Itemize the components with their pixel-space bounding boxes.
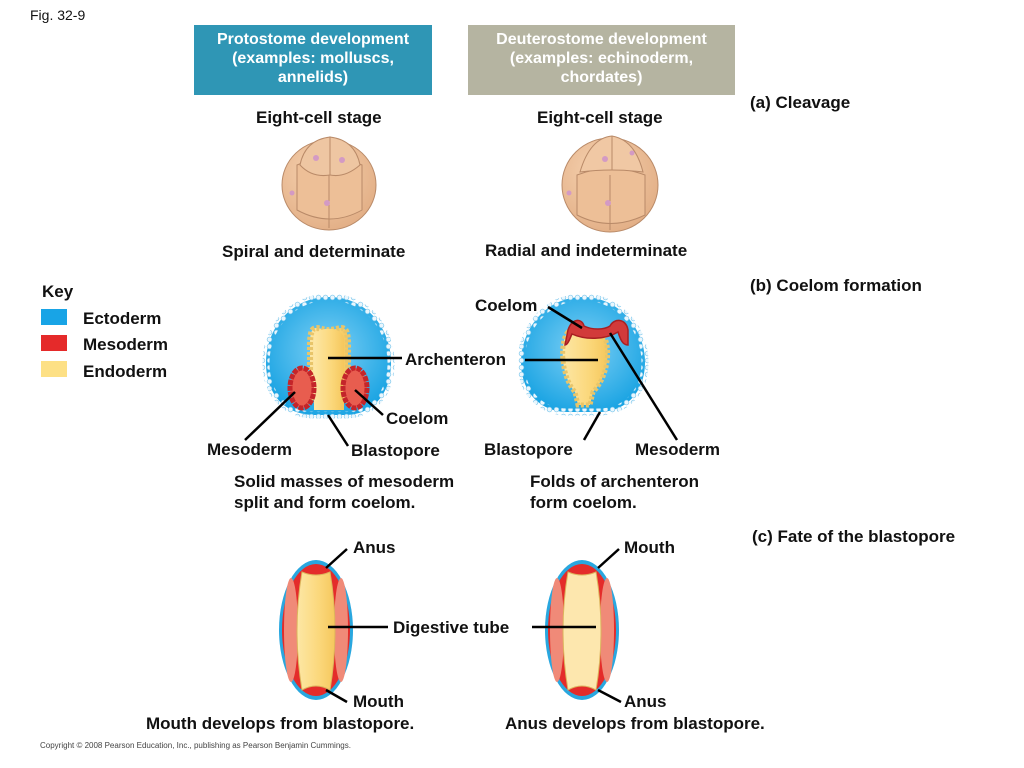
ectoderm-swatch: [41, 309, 67, 325]
protostome-header-line3: annelids): [277, 69, 349, 86]
protostome-stage-label: Eight-cell stage: [256, 108, 382, 127]
mesoderm-left-label: Mesoderm: [207, 440, 293, 459]
deuterostome-header-line2: (examples: echinoderm,: [509, 50, 694, 67]
blastopore-right-label: Blastopore: [484, 440, 573, 459]
mesoderm-leader-left: [244, 391, 296, 441]
key-title: Key: [42, 282, 74, 301]
section-title-blastopore: (c) Fate of the blastopore: [752, 527, 956, 546]
deuterostome-coelom-caption-line1: Folds of archenteron: [530, 472, 700, 491]
proto-anus-label: Anus: [353, 538, 396, 557]
mesoderm-leader-right: [608, 332, 679, 441]
blastopore-leader-left: [326, 414, 350, 447]
spiral-determinate-label: Spiral and determinate: [222, 242, 406, 261]
section-title-coelom: (b) Coelom formation: [750, 276, 922, 295]
proto-mouth-label: Mouth: [353, 692, 404, 711]
anus-leader-proto: [325, 548, 348, 569]
protostome-coelom-caption-line2: split and form coelom.: [234, 493, 416, 512]
deuterostome-header: Deuterostome development (examples: echi…: [468, 25, 735, 95]
mouth-leader-deutero: [597, 548, 620, 569]
mesoderm-right-label: Mesoderm: [635, 440, 721, 459]
protostome-header: Protostome development (examples: mollus…: [194, 25, 432, 95]
archenteron-label: Archenteron: [405, 350, 507, 369]
figure-label: Fig. 32-9: [30, 7, 86, 23]
deuterostome-blastopore-caption: Anus develops from blastopore.: [505, 714, 765, 733]
deutero-anus-label: Anus: [624, 692, 667, 711]
protostome-gastrula: [262, 293, 395, 419]
mesoderm-swatch: [41, 335, 67, 351]
copyright-notice: Copyright © 2008 Pearson Education, Inc.…: [40, 741, 351, 750]
deuterostome-adult-body: [545, 560, 619, 700]
deuterostome-header-line1: Deuterostome development: [496, 31, 707, 48]
protostome-header-line1: Protostome development: [216, 31, 410, 48]
leader-lines: [244, 305, 679, 704]
blastopore-leader-right: [582, 411, 602, 441]
mouth-leader-proto: [325, 688, 348, 704]
deuterostome-coelom-caption: Folds of archenteron form coelom.: [530, 471, 699, 513]
radial-indeterminate-label: Radial and indeterminate: [485, 241, 688, 260]
protostome-header-line2: (examples: molluscs,: [232, 50, 394, 67]
key-endoderm-label: Endoderm: [83, 362, 168, 381]
deutero-mouth-label: Mouth: [624, 538, 675, 557]
anus-leader-deutero: [597, 688, 622, 704]
section-title-cleavage: (a) Cleavage: [750, 93, 851, 112]
protostome-coelom-caption-line1: Solid masses of mesoderm: [234, 472, 455, 491]
deuterostome-stage-label: Eight-cell stage: [537, 108, 663, 127]
deuterostome-eight-cell-embryo: [561, 135, 659, 233]
protostome-coelom-caption: Solid masses of mesoderm split and form …: [234, 471, 454, 513]
deuterostome-header-line3: chordates): [560, 69, 643, 86]
coelom-top-label: Coelom: [475, 296, 538, 315]
endoderm-swatch: [41, 361, 67, 377]
blastopore-left-label: Blastopore: [351, 441, 440, 460]
protostome-blastopore-caption: Mouth develops from blastopore.: [146, 714, 415, 733]
coelom-leader-right: [547, 305, 583, 330]
key-ectoderm-label: Ectoderm: [83, 309, 162, 328]
protostome-adult-body: [279, 560, 353, 700]
digestive-tube-label: Digestive tube: [393, 618, 510, 637]
coelom-left-label: Coelom: [386, 409, 449, 428]
deuterostome-gastrula: [517, 293, 649, 416]
deuterostome-coelom-caption-line2: form coelom.: [530, 493, 637, 512]
protostome-eight-cell-embryo: [281, 136, 377, 231]
coelom-leader-left: [354, 389, 384, 416]
key-mesoderm-label: Mesoderm: [83, 335, 169, 354]
